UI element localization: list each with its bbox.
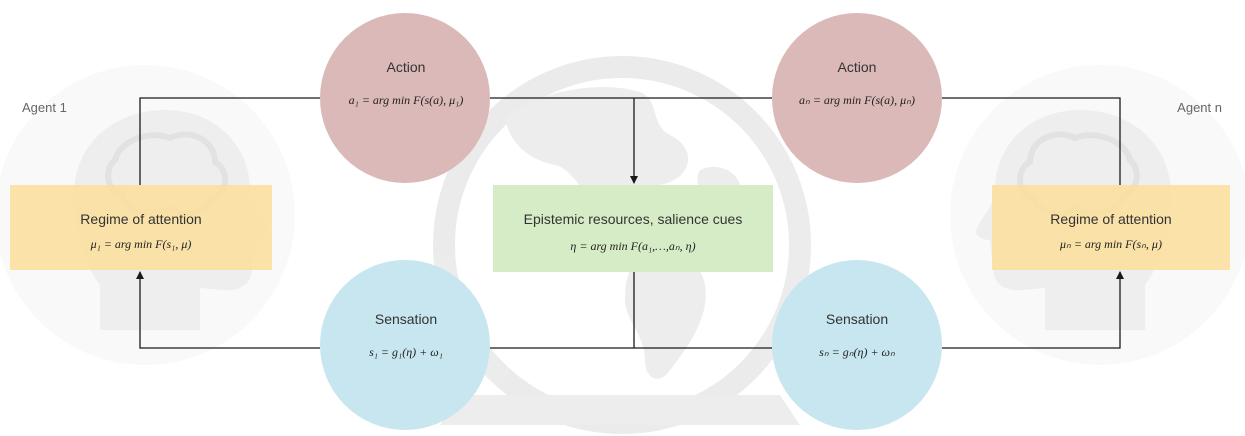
action-circle-right bbox=[772, 13, 942, 183]
epistemic-eq: η = arg min F(a₁,…,aₙ, η) bbox=[570, 239, 695, 253]
sensation-left-title: Sensation bbox=[375, 311, 437, 327]
connectors bbox=[136, 97, 1124, 349]
sensation-left-eq: s₁ = g₁(η) + ω₁ bbox=[369, 345, 443, 359]
action-left-eq: a₁ = arg min F(s(a), μ₁) bbox=[349, 93, 464, 107]
left-sensation-arrow bbox=[136, 271, 320, 349]
regime-left-eq: μ₁ = arg min F(s₁, μ) bbox=[90, 237, 192, 251]
regime-right-eq: μₙ = arg min F(sₙ, μ) bbox=[1059, 237, 1162, 251]
sensation-right-eq: sₙ = gₙ(η) + ωₙ bbox=[819, 345, 895, 359]
regime-box-left bbox=[10, 185, 272, 270]
sensation-circle-left bbox=[320, 260, 490, 430]
action-circle-left bbox=[320, 13, 490, 183]
left-action-line bbox=[139, 97, 320, 185]
right-action-line bbox=[942, 97, 1121, 185]
action-right-title: Action bbox=[838, 59, 877, 75]
regime-right-title: Regime of attention bbox=[1050, 211, 1171, 227]
regime-left-title: Regime of attention bbox=[80, 211, 201, 227]
agent-n-label: Agent n bbox=[1177, 100, 1222, 115]
right-sensation-arrow bbox=[942, 271, 1124, 349]
regime-box-right bbox=[992, 185, 1230, 270]
action-left-title: Action bbox=[387, 59, 426, 75]
sensation-right-title: Sensation bbox=[826, 311, 888, 327]
epistemic-title: Epistemic resources, salience cues bbox=[524, 211, 743, 227]
sensation-circle-right bbox=[772, 260, 942, 430]
globe-icon bbox=[433, 56, 811, 434]
action-right-eq: aₙ = arg min F(s(a), μₙ) bbox=[799, 93, 915, 107]
epistemic-box bbox=[493, 185, 773, 272]
agent-1-label: Agent 1 bbox=[22, 100, 67, 115]
